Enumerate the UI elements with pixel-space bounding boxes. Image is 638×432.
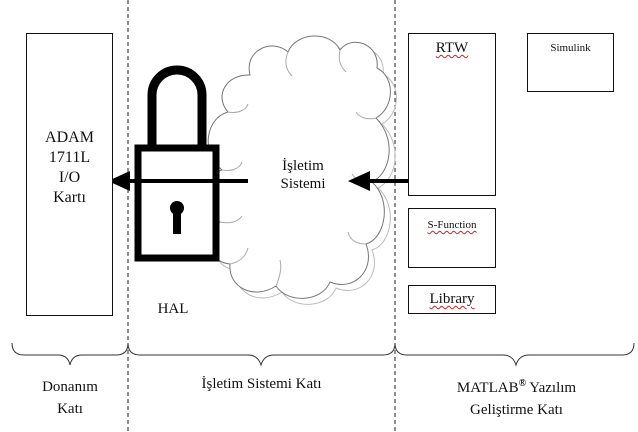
adam-line: ADAM xyxy=(26,128,113,148)
os-label: İşletim Sistemi xyxy=(258,157,348,193)
layer-label-matlab: MATLAB® Yazılım Geliştirme Katı xyxy=(395,373,638,421)
brace-hardware xyxy=(12,343,128,365)
layer-label-os: İşletim Sistemi Katı xyxy=(128,376,395,393)
layer-matlab-line2: Geliştirme Katı xyxy=(395,399,638,421)
rtw-label: RTW xyxy=(408,40,496,57)
brace-matlab xyxy=(395,343,634,365)
keyhole-slot xyxy=(173,208,181,234)
os-label-line: Sistemi xyxy=(258,175,348,193)
simulink-label: Simulink xyxy=(527,42,614,54)
layer-matlab-line1: MATLAB® Yazılım xyxy=(395,373,638,399)
rtw-box xyxy=(408,33,496,196)
os-label-line: İşletim xyxy=(258,157,348,175)
adam-line: 1711L xyxy=(26,148,113,168)
library-label: Library xyxy=(408,291,496,308)
lock-icon xyxy=(138,70,216,258)
library-text: Library xyxy=(430,291,475,307)
sfunction-label: S-Function xyxy=(408,219,496,231)
registered-mark: ® xyxy=(519,378,526,389)
layer-hardware-line: Donanım xyxy=(12,376,128,398)
layer-label-hardware: Donanım Katı xyxy=(12,376,128,420)
sfunction-text: S-Function xyxy=(428,219,477,231)
brace-os xyxy=(128,343,395,365)
layer-hardware-line: Katı xyxy=(12,398,128,420)
adam-line: Kartı xyxy=(26,188,113,208)
sfunction-box xyxy=(408,208,496,268)
rtw-text: RTW xyxy=(436,40,468,56)
adam-line: I/O xyxy=(26,168,113,188)
lock-shackle xyxy=(152,70,202,152)
adam-card-label: ADAM 1711L I/O Kartı xyxy=(26,128,113,208)
hal-label: HAL xyxy=(148,301,198,318)
